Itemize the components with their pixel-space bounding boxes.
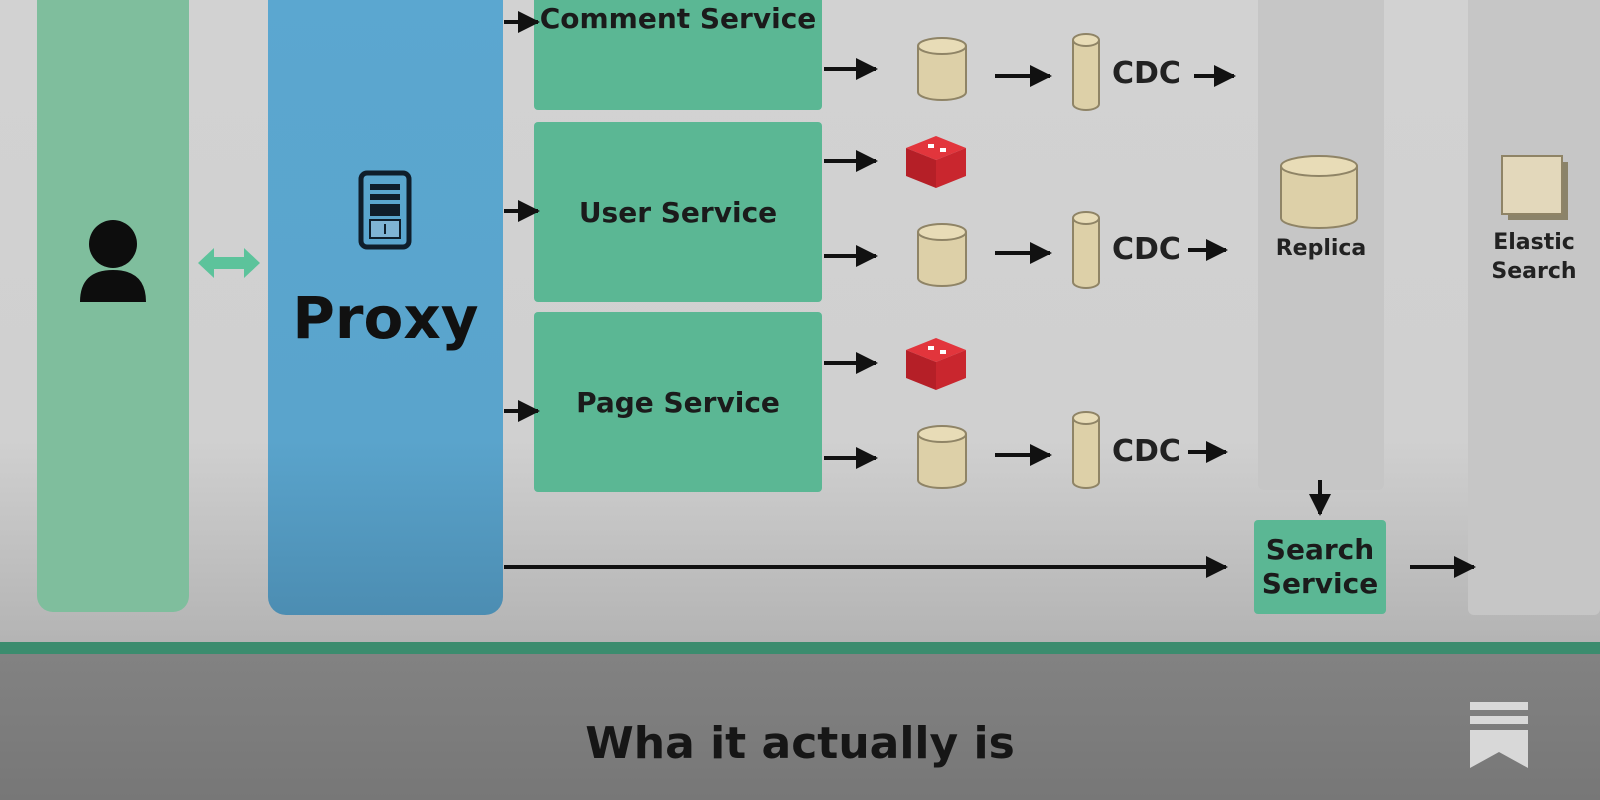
proxy-to-service-arrows xyxy=(504,11,540,422)
accent-divider xyxy=(0,642,1600,654)
replica-label: Replica xyxy=(1275,236,1367,261)
replica-column xyxy=(1258,0,1384,490)
search-service-box: Search Service xyxy=(1254,520,1386,614)
db-to-cdc-arrows xyxy=(995,65,1052,466)
user-icon xyxy=(80,220,146,302)
caption-bar xyxy=(0,654,1600,800)
cdc-label: CDC xyxy=(1112,434,1181,469)
cdc-log-icon xyxy=(1072,211,1100,289)
proxy-column xyxy=(268,0,503,615)
database-icon xyxy=(917,425,967,489)
elasticsearch-label: Elastic Search xyxy=(1468,228,1600,286)
cdc-log-icon xyxy=(1072,33,1100,111)
page-service-box: Page Service xyxy=(534,312,822,492)
search-service-line1: Search xyxy=(1265,533,1375,566)
user-service-label: User Service xyxy=(578,195,778,229)
cdc-log-icon xyxy=(1072,411,1100,489)
service-to-store-arrows xyxy=(824,58,878,469)
user-column xyxy=(37,0,189,612)
comment-service-label: Comment Service xyxy=(539,2,817,35)
cdc-label: CDC xyxy=(1112,232,1181,267)
connections-layer xyxy=(504,11,1568,578)
elasticsearch-icon xyxy=(1501,155,1568,220)
user-service-box: User Service xyxy=(534,122,822,302)
page-service-label: Page Service xyxy=(576,385,780,419)
redis-icon xyxy=(906,338,966,390)
caption-text: Wha it actually is xyxy=(585,718,1015,769)
elasticsearch-column xyxy=(1468,0,1600,615)
proxy-label: Proxy xyxy=(292,284,479,352)
server-icon xyxy=(358,170,412,250)
database-icon xyxy=(917,37,967,101)
elasticsearch-label-line2: Search xyxy=(1491,259,1577,284)
search-service-line2: Service xyxy=(1261,567,1379,600)
bookmark-icon[interactable] xyxy=(1470,702,1528,768)
elasticsearch-label-line1: Elastic xyxy=(1493,230,1575,255)
bidirectional-arrow-icon xyxy=(198,248,260,278)
replica-database-icon xyxy=(1280,155,1358,229)
database-icon xyxy=(917,223,967,287)
cdc-label: CDC xyxy=(1112,56,1181,91)
cdc-out-arrows xyxy=(1188,65,1236,463)
redis-icon xyxy=(906,136,966,188)
